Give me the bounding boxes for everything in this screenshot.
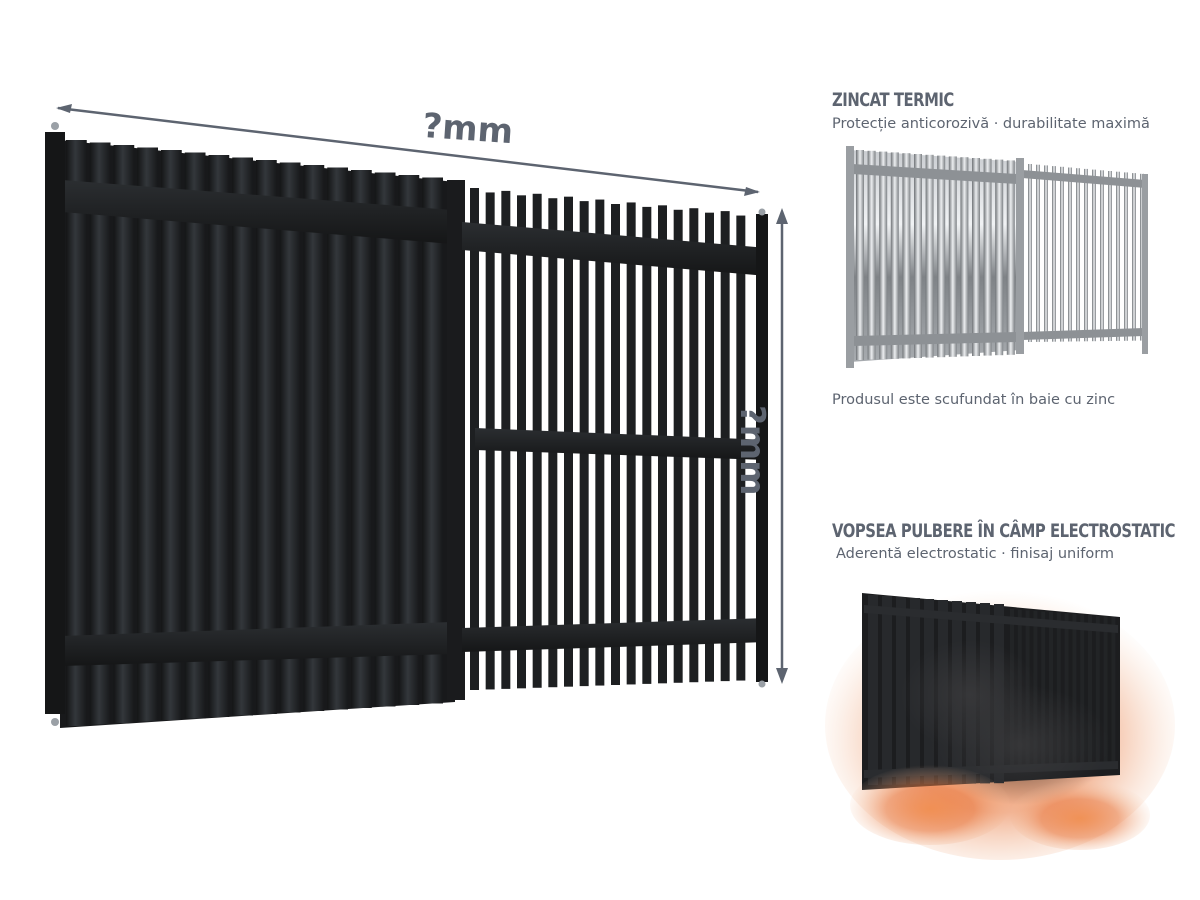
width-dimension-arrow-icon — [56, 104, 760, 196]
zinc-feature-title: ZINCAT TERMIC — [832, 89, 954, 111]
gate-slat — [1056, 612, 1061, 769]
gate-slat — [995, 159, 1004, 356]
gate-slat — [1095, 615, 1100, 769]
gate-slat — [374, 172, 396, 707]
gate-slat — [1108, 171, 1112, 341]
gate-slat — [208, 155, 230, 717]
gate-slat — [937, 155, 946, 358]
gate-slat — [867, 150, 876, 360]
gate-slat — [351, 170, 372, 708]
zinc-gate-image — [846, 146, 1148, 368]
gate-slat — [1044, 165, 1048, 342]
left-top-rail — [62, 180, 452, 244]
right-top-rail — [462, 222, 768, 276]
gate-slat — [89, 142, 111, 725]
gate-slat — [1132, 173, 1136, 341]
gate-slat — [137, 147, 158, 722]
gate-slat — [113, 145, 135, 723]
gate-slat — [161, 150, 182, 720]
height-dimension-label: ?mm — [732, 405, 772, 496]
gate-slat — [960, 157, 969, 357]
gate-slat — [972, 158, 980, 356]
gate-slat — [184, 152, 206, 719]
bolt — [758, 208, 766, 216]
right-bottom-rail — [462, 618, 768, 652]
bolt — [51, 718, 59, 726]
paint-gate-image — [825, 590, 1175, 860]
gate-slat — [856, 150, 864, 360]
right-post — [756, 214, 768, 682]
height-dimension-arrow-icon — [776, 208, 788, 684]
gate-slat — [1076, 168, 1080, 342]
gate-slat — [303, 165, 325, 711]
center-post — [447, 180, 465, 700]
gate-slat — [66, 140, 87, 726]
left-bottom-rail — [62, 622, 452, 666]
left-post — [45, 132, 65, 714]
gate-slat — [914, 154, 922, 358]
gate-slat — [1111, 616, 1116, 769]
bolt — [51, 122, 59, 130]
gate-slat — [890, 152, 899, 359]
gate-slat — [1064, 613, 1069, 769]
gate-slat — [256, 160, 277, 714]
zinc-feature-subtitle: Protecție anticorozivă · durabilitate ma… — [832, 116, 1150, 132]
gate-slat — [1084, 168, 1088, 342]
gate-slat — [1124, 172, 1128, 341]
main-gate-illustration — [45, 104, 788, 728]
gate-slat — [1028, 164, 1032, 342]
gate-slat — [279, 162, 301, 713]
width-dimension-label: ?mm — [421, 106, 515, 153]
gate-slat — [232, 157, 253, 716]
zinc-feature-caption: Produsul este scufundat în baie cu zinc — [832, 392, 1116, 408]
gate-slat — [1072, 613, 1077, 769]
gate-slat — [948, 156, 957, 357]
gate-slat — [879, 151, 888, 360]
left-panel-slats — [66, 140, 443, 726]
gate-slat — [398, 175, 420, 705]
gate-slat — [470, 188, 479, 690]
gate-slat — [1103, 616, 1108, 769]
gate-slat — [1006, 160, 1015, 355]
gate-slat — [422, 177, 443, 704]
gate-slat — [1088, 615, 1092, 769]
gate-slat — [327, 167, 348, 710]
gate-slat — [868, 595, 878, 785]
bolt — [758, 680, 766, 688]
paint-feature-title: VOPSEA PULBERE ÎN CÂMP ELECTROSTATIC — [832, 520, 1176, 542]
gate-slat — [1052, 166, 1056, 342]
gate-slat — [1100, 170, 1104, 342]
gate-slat — [1116, 171, 1120, 341]
paint-feature-subtitle: Aderentă electrostatic · finisaj uniform — [836, 546, 1115, 562]
gate-slat — [925, 154, 934, 358]
gate-slat — [1080, 614, 1085, 769]
gate-slat — [1068, 167, 1072, 342]
gate-slat — [983, 158, 992, 356]
gate-slat — [1092, 169, 1096, 342]
gate-slat — [1060, 166, 1064, 342]
gate-slat — [1036, 164, 1040, 342]
gate-slat — [882, 596, 892, 785]
right-middle-rail — [475, 428, 768, 460]
gate-slat — [902, 153, 911, 359]
